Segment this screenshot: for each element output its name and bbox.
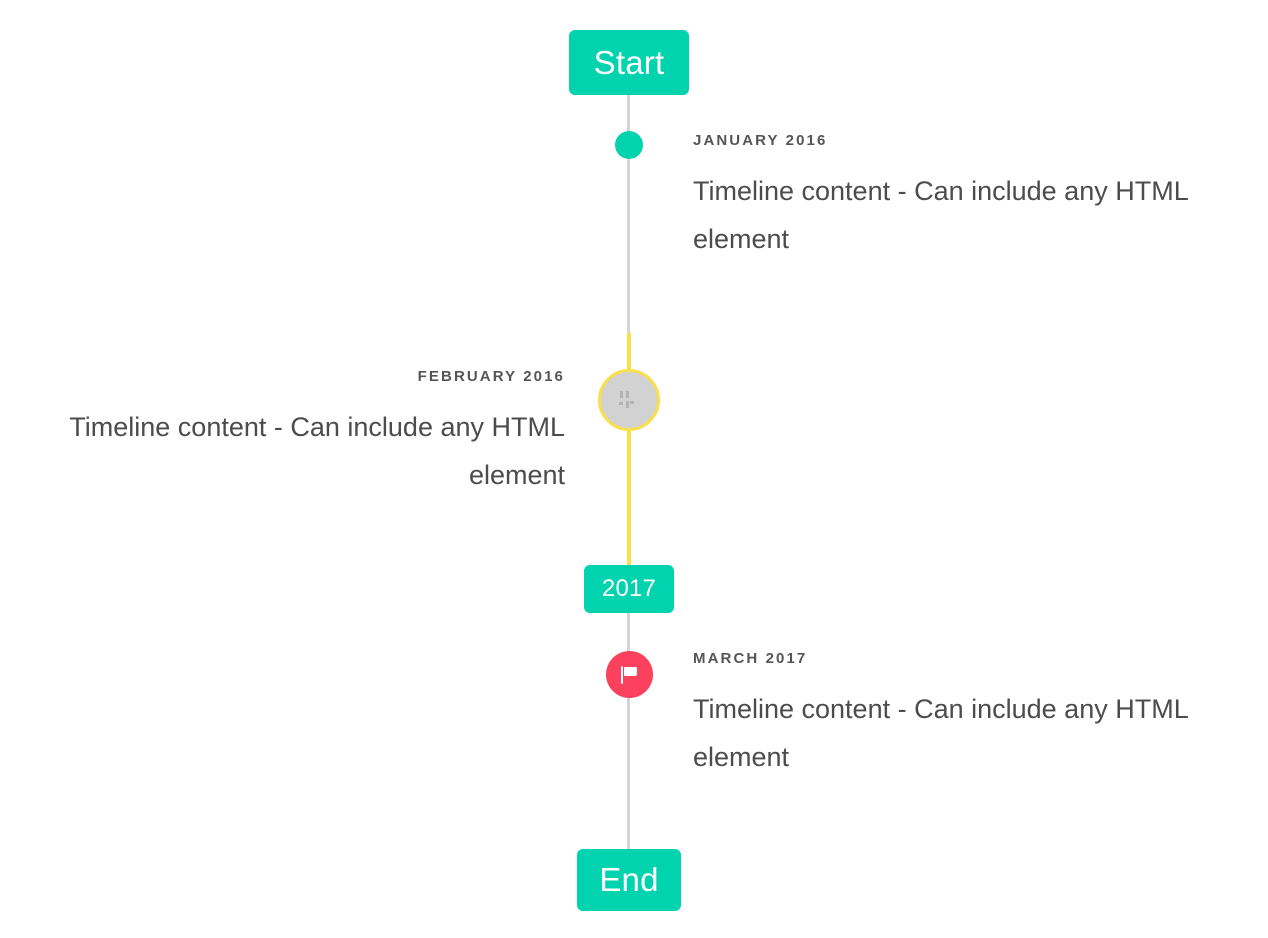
- timeline-entry-body: Timeline content - Can include any HTML …: [693, 694, 1188, 772]
- flag-icon: [619, 665, 641, 685]
- timeline-entry-body: Timeline content - Can include any HTML …: [69, 412, 565, 490]
- timeline-rail-top: [627, 95, 630, 335]
- timeline-entry-date: JANUARY 2016: [693, 132, 828, 149]
- timeline-entry-date: FEBRUARY 2016: [417, 368, 565, 385]
- timeline-start-label: Start: [593, 43, 665, 81]
- timeline-rail-highlight: [627, 333, 631, 571]
- timeline-marker-dot-icon[interactable]: [615, 131, 643, 159]
- timeline-start-badge[interactable]: Start: [569, 30, 689, 95]
- timeline-end-badge[interactable]: End: [577, 849, 681, 911]
- timeline-entry-march: MARCH 2017 Timeline content - Can includ…: [693, 650, 1223, 781]
- timeline-entry-february: FEBRUARY 2016 Timeline content - Can inc…: [40, 368, 565, 499]
- timeline-year-label: 2017: [601, 575, 657, 602]
- timeline-rail-bottom: [627, 613, 630, 852]
- broken-image-icon: [619, 391, 639, 409]
- timeline-end-label: End: [599, 861, 659, 898]
- timeline-marker-broken-image-icon[interactable]: [598, 369, 660, 431]
- timeline-entry-body: Timeline content - Can include any HTML …: [693, 176, 1188, 254]
- timeline-year-badge[interactable]: 2017: [584, 565, 674, 613]
- timeline-marker-flag-icon[interactable]: [606, 651, 653, 698]
- timeline-entry-january: JANUARY 2016 Timeline content - Can incl…: [693, 132, 1223, 263]
- timeline-entry-date: MARCH 2017: [693, 650, 808, 667]
